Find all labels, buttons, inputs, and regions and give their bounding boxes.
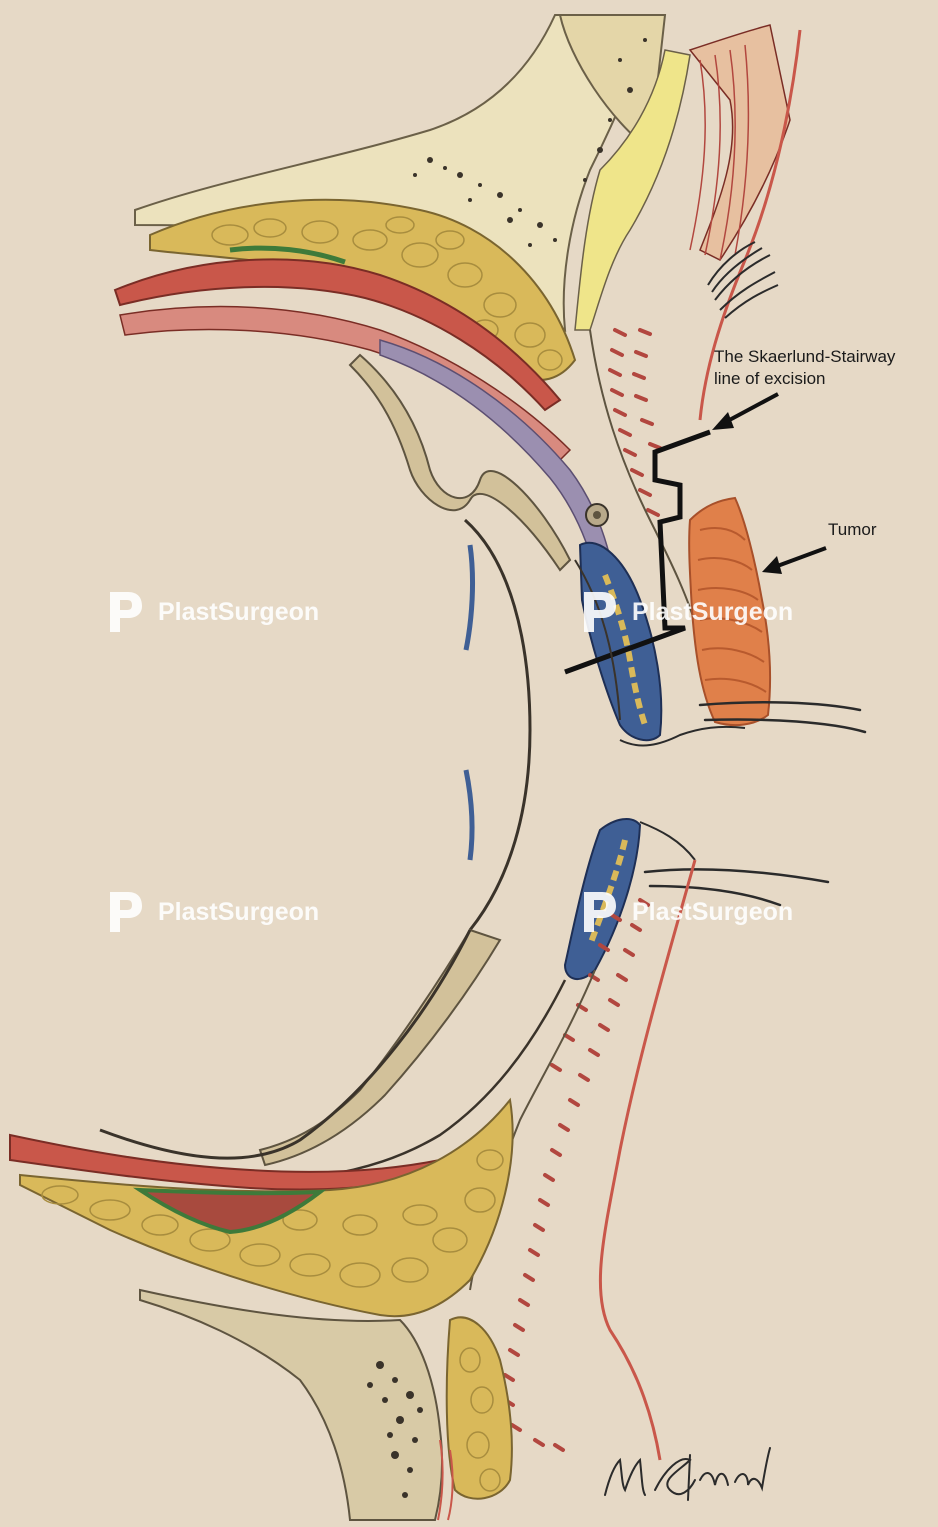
inferior-oblique-muscle [132, 1187, 327, 1235]
lower-lid-margin [639, 821, 696, 861]
levator-muscle [119, 305, 572, 462]
upper-lid-anterior-lamella [589, 329, 701, 641]
lower-fat-lobules [41, 1149, 504, 1288]
maxilla-bone-marrow [367, 1361, 423, 1498]
upper-lid-margin [619, 725, 746, 747]
tumor-arrow [762, 546, 827, 574]
watermark: PlastSurgeon [580, 888, 793, 936]
orbicularis-brow-muscle [688, 24, 791, 261]
plastsurgeon-logo-icon [110, 592, 142, 632]
superior-rectus-muscle [113, 258, 562, 412]
levator-green-sheath [229, 245, 346, 265]
lower-orbicularis-muscle-fibers [503, 898, 650, 1452]
artist-signature [604, 1447, 771, 1501]
meibomian-gland-lower [587, 839, 628, 947]
lower-lid-retractors [258, 928, 502, 1167]
lower-eyelashes [643, 868, 830, 907]
suborbicularis-oculi-fat [445, 1316, 513, 1500]
upper-fornix-line [574, 559, 621, 721]
plastsurgeon-logo-icon [584, 892, 616, 932]
plastsurgeon-logo-icon [584, 592, 616, 632]
watermark-text: PlastSurgeon [158, 897, 320, 926]
brow-subcutaneous-fat [574, 49, 691, 331]
watermark-text: PlastSurgeon [158, 597, 320, 626]
upper-skin-surface [698, 29, 802, 421]
skaerlund-stairway-excision-line [564, 429, 711, 675]
excision-line-label: The Skaerlund-Stairway line of excision [714, 346, 895, 390]
upper-fat-lobules [211, 216, 563, 371]
lower-lid-skin [598, 859, 697, 1461]
upper-conjunctiva-blue [463, 544, 476, 651]
excision-line-label-line-2: line of excision [714, 369, 826, 388]
orbital-floor-bone [139, 1288, 444, 1521]
lower-conjunctiva-blue [463, 769, 475, 861]
cornea-anterior-surface [464, 518, 532, 931]
watermark-text: PlastSurgeon [632, 597, 794, 626]
upper-orbicularis-muscle-fibers [608, 328, 662, 517]
cheek-fat-lobules [459, 1347, 501, 1492]
bone-marrow-dots [413, 38, 647, 247]
watermark-text: PlastSurgeon [632, 897, 794, 926]
brow-hair-lines [689, 44, 750, 261]
plastsurgeon-logo-icon [110, 892, 142, 932]
globe-lower-contour [99, 929, 472, 1160]
watermark: PlastSurgeon [106, 588, 319, 636]
upper-eyelashes [698, 701, 867, 734]
tumor-mass [688, 496, 771, 727]
cheek-vessels [437, 1439, 454, 1521]
excision-line-label-line-1: The Skaerlund-Stairway [714, 347, 896, 366]
excision-line-arrow [712, 392, 779, 430]
watermark: PlastSurgeon [106, 888, 319, 936]
tumor-texture [697, 527, 767, 693]
gland-duct-dot [593, 511, 601, 519]
upper-fornix-conjunctiva [348, 353, 572, 572]
watermark: PlastSurgeon [580, 588, 793, 636]
upper-eyelid-crease-lashes [707, 241, 779, 319]
tumor-label: Tumor [828, 520, 877, 539]
